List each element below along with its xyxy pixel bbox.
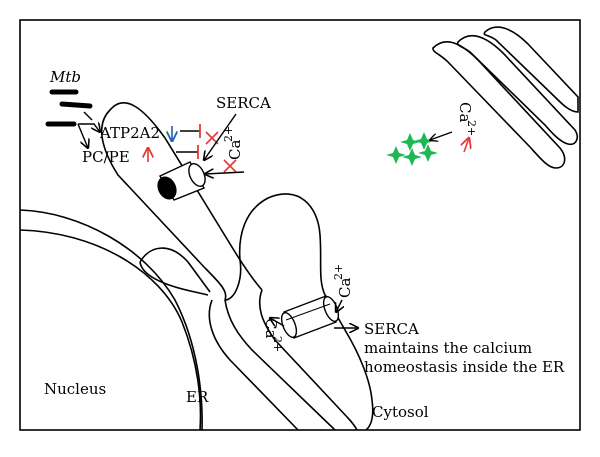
cytosol-label: Cytosol	[372, 403, 429, 421]
svg-text:2+: 2+	[222, 126, 235, 142]
serca-caption-line2: homeostasis inside the ER	[364, 358, 565, 376]
calcium-lower-right-label: Ca 2+	[332, 264, 354, 298]
svg-text:2+: 2+	[271, 336, 284, 352]
svg-text:Ca: Ca	[226, 140, 244, 160]
calcium-lower-right-arrow	[336, 299, 342, 312]
mtb-arrows	[77, 111, 100, 148]
serca-bottom-label: SERCA	[364, 320, 419, 338]
nucleus-membrane	[19, 209, 203, 431]
calcium-uptake-arrow-blocked	[205, 172, 245, 174]
cell-border	[19, 19, 581, 431]
atp2a2-label: ATP2A2	[99, 124, 160, 142]
serca-pointer-arrow	[204, 113, 237, 160]
er-membrane	[19, 102, 374, 431]
serca-pump-functional	[280, 295, 340, 339]
serca-top-label: SERCA	[216, 94, 271, 112]
svg-text:Ca: Ca	[262, 318, 280, 338]
inhibition-bars	[197, 124, 201, 159]
nucleus-label: Nucleus	[44, 380, 106, 398]
mtb-bacteria	[45, 89, 93, 127]
calcium-increase-arrow	[464, 138, 469, 153]
er-label: ER	[186, 388, 209, 406]
calcium-sparks	[386, 132, 438, 166]
serca-pump-blocked	[157, 161, 206, 201]
svg-text:2+: 2+	[465, 120, 478, 136]
svg-text:2+: 2+	[332, 264, 345, 280]
mtb-label: Mtb	[49, 68, 81, 86]
svg-text:Ca: Ca	[336, 278, 354, 298]
calcium-top-label: Ca 2+	[222, 126, 244, 160]
calcium-lower-left-arrow	[270, 318, 285, 326]
inhibition-lines	[176, 130, 200, 153]
serca-caption-line1: maintains the calcium	[364, 339, 532, 357]
calcium-cytosol-label: Ca 2+	[456, 102, 478, 136]
calcium-lower-left-label: Ca 2+	[262, 318, 284, 352]
pcpe-label: PC/PE	[82, 148, 130, 166]
golgi-stacks	[432, 26, 579, 169]
svg-text:Ca: Ca	[456, 102, 474, 122]
calcium-cytosol-pointer	[430, 131, 453, 140]
